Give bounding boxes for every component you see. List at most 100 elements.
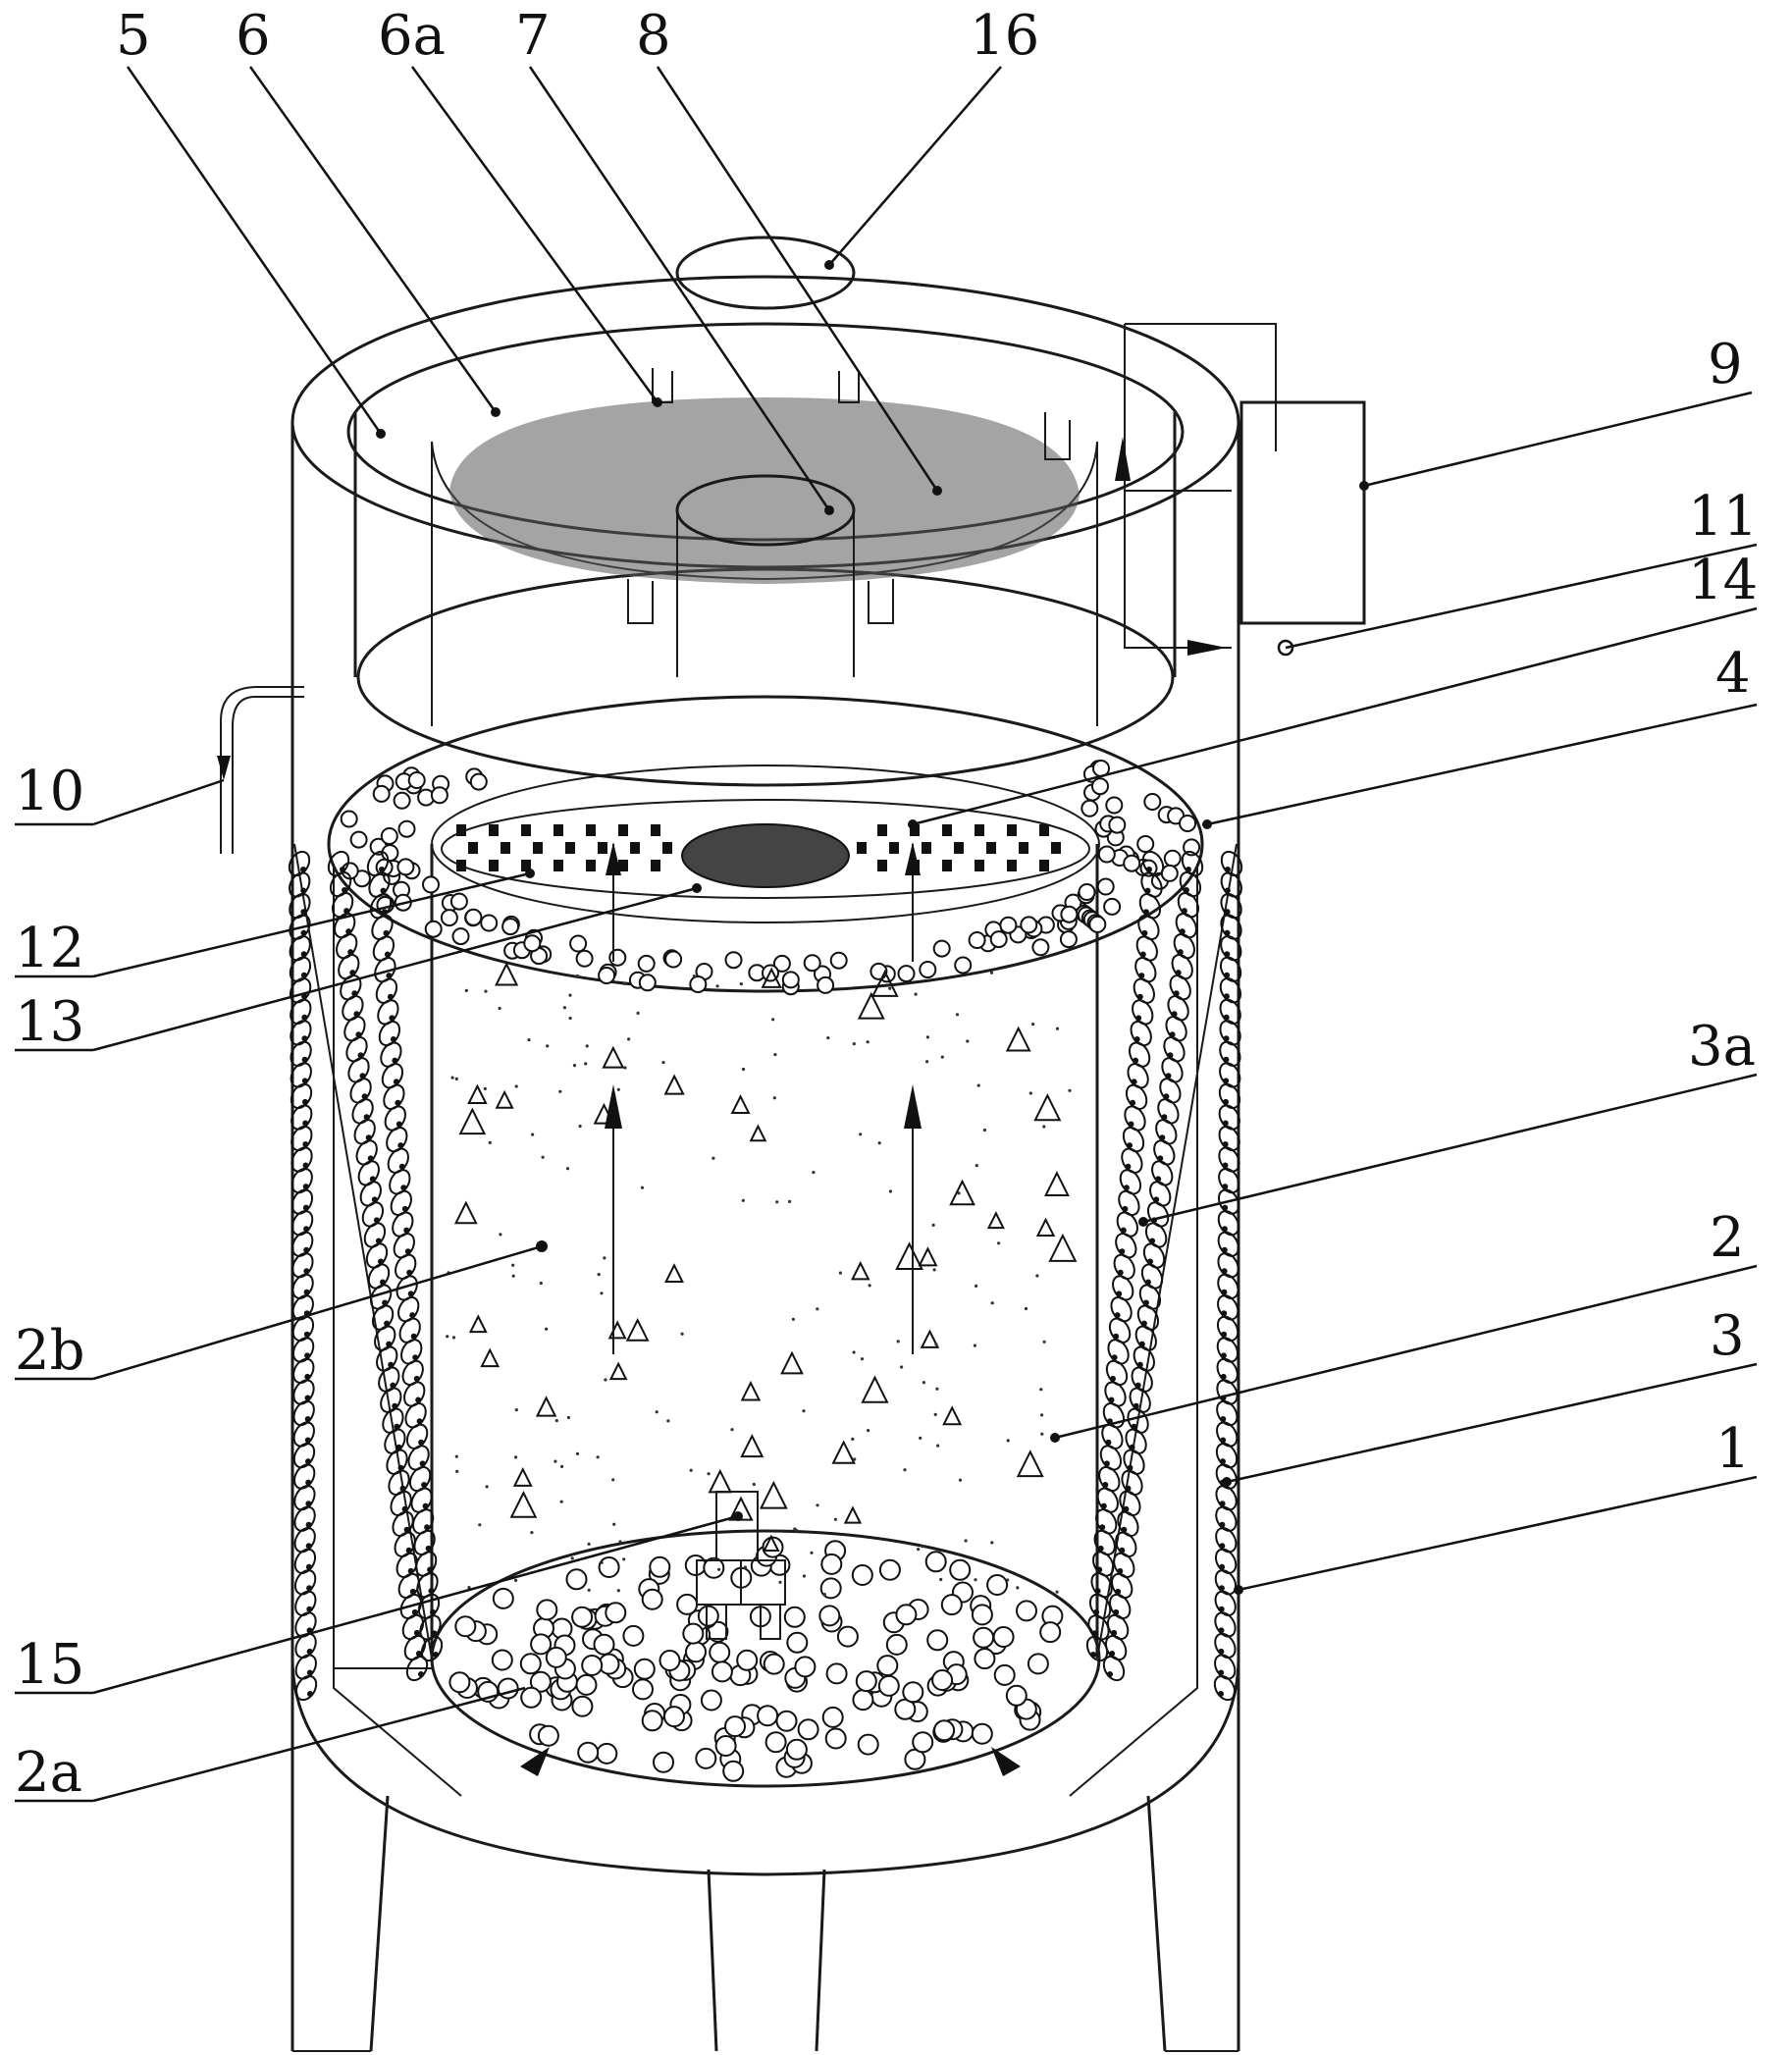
dot <box>584 1062 588 1066</box>
spiral-leaf <box>1165 1016 1187 1042</box>
spiral-leaf <box>290 1167 313 1194</box>
dot <box>450 1076 454 1080</box>
spiral-leaf <box>1218 1167 1240 1194</box>
spiral-leaf <box>1214 1611 1237 1638</box>
spiral-dot <box>302 1120 309 1127</box>
dot <box>1039 1388 1043 1392</box>
pebble <box>821 1706 844 1728</box>
particle <box>535 1396 557 1417</box>
spiral-leaf <box>1121 1469 1143 1496</box>
spiral-dot <box>407 1291 414 1297</box>
spiral-leaf <box>1219 977 1242 1004</box>
dot <box>773 1053 777 1057</box>
spiral-dot <box>301 1056 308 1063</box>
spiral-leaf <box>1215 1485 1238 1511</box>
spiral-dot <box>392 1057 398 1064</box>
pebble <box>852 1689 874 1712</box>
spiral-leaf <box>1115 1531 1137 1557</box>
dot <box>826 1036 830 1040</box>
nozzle <box>501 842 510 854</box>
particle <box>1043 1171 1070 1196</box>
spiral-dot <box>1223 1056 1230 1063</box>
spiral-leaf <box>377 999 399 1026</box>
dot <box>485 1485 489 1489</box>
spiral-dot <box>1119 1248 1126 1255</box>
dot <box>603 1256 606 1260</box>
dot <box>478 1523 482 1527</box>
pebble <box>1016 1600 1037 1622</box>
spiral-dot <box>1125 1163 1132 1170</box>
pebble <box>349 830 368 849</box>
pebble <box>448 1671 471 1694</box>
dot <box>511 1274 515 1278</box>
spiral-leaf <box>1220 892 1242 920</box>
spiral-leaf <box>392 1211 414 1238</box>
spiral-dot <box>1157 1155 1164 1162</box>
spiral-dot <box>300 951 307 958</box>
pebble <box>430 786 448 805</box>
spiral-leaf <box>368 871 391 898</box>
spiral-dot <box>1131 1079 1137 1085</box>
spiral-leaf <box>374 956 396 983</box>
spiral-leaf <box>1220 871 1242 898</box>
pebble <box>685 1641 707 1663</box>
spiral-dot <box>386 1341 393 1347</box>
spiral-dot <box>304 1352 311 1359</box>
spiral-dot <box>425 1545 432 1552</box>
spiral-dot <box>1222 1184 1229 1190</box>
pebble <box>565 1568 588 1591</box>
dot <box>900 1365 904 1369</box>
nozzle <box>1039 860 1049 871</box>
pebble <box>608 948 627 967</box>
spiral-leaf <box>1130 1020 1152 1047</box>
spiral-dot <box>305 1521 312 1528</box>
spiral-dot <box>419 1460 426 1467</box>
spiral-dot <box>1220 1416 1227 1422</box>
pebble <box>949 1558 972 1581</box>
spiral-elements <box>288 850 1243 1702</box>
pebble <box>663 1706 685 1728</box>
spiral-leaf <box>1140 871 1163 898</box>
spiral-leaf <box>290 1146 313 1173</box>
spiral-dot <box>1105 1439 1112 1446</box>
spiral-leaf <box>1214 1569 1238 1596</box>
spiral-dot <box>345 928 352 935</box>
pebble <box>786 1631 809 1654</box>
spiral-dot <box>1223 1014 1230 1021</box>
spiral-leaf <box>293 1485 316 1511</box>
dot <box>715 984 719 988</box>
spiral-dot <box>406 1269 413 1276</box>
spiral-dot <box>361 1093 368 1100</box>
pebble <box>724 951 743 970</box>
dot <box>553 1459 557 1463</box>
spiral-dot <box>1091 1630 1098 1637</box>
dot <box>852 1350 856 1354</box>
spiral-dot <box>303 1331 310 1338</box>
dot <box>488 1140 492 1144</box>
spiral-leaf <box>1111 1572 1133 1600</box>
particle <box>763 1534 780 1552</box>
spiral-leaf <box>1169 975 1191 1001</box>
dot <box>446 1335 449 1339</box>
dot <box>689 1468 693 1472</box>
particle <box>986 1211 1005 1230</box>
spiral-leaf <box>345 1036 368 1063</box>
nozzle <box>975 860 984 871</box>
particle <box>663 1074 685 1095</box>
spiral-dot <box>412 1354 419 1361</box>
spiral-dot <box>410 1333 417 1340</box>
dot <box>852 1042 856 1046</box>
pebble <box>529 1670 552 1693</box>
pebble <box>653 1751 674 1773</box>
pebble <box>993 1663 1016 1686</box>
spiral-dot <box>413 1375 420 1382</box>
spiral-dot <box>340 867 345 872</box>
spiral-leaf <box>294 1590 317 1616</box>
spiral-dot <box>1094 1588 1101 1595</box>
pebble <box>836 1625 859 1648</box>
particle <box>761 967 782 988</box>
granular-media <box>449 397 1080 584</box>
spiral-leaf <box>1219 998 1241 1025</box>
nozzle <box>586 860 596 871</box>
